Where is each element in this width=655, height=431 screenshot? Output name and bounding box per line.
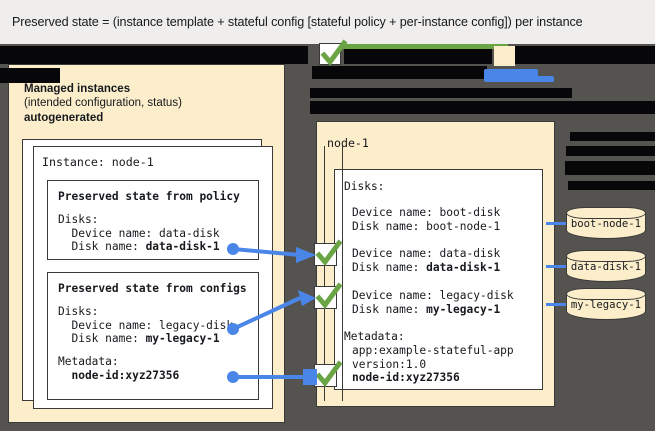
managed-instances-subtitle: (intended configuration, status) <box>24 97 182 109</box>
configs-metadata-value: node-id:xyz27356 <box>71 368 180 382</box>
node-boot-disk-entry: Device name: boot-disk Disk name: boot-n… <box>352 206 500 233</box>
blue-scribble-1 <box>484 69 538 79</box>
node-legacy-disk-value: my-legacy-1 <box>426 302 501 316</box>
configs-metadata-label: Metadata: <box>58 355 119 368</box>
node-data-disk-prefix: Disk name: <box>352 260 427 274</box>
redaction-block-right-1 <box>570 132 655 141</box>
redaction-block-row3 <box>310 88 572 98</box>
slide-caption: Preserved state = (instance template + s… <box>0 0 655 44</box>
policy-disk-name-value: data-disk-1 <box>145 240 220 253</box>
node-data-disk-entry: Device name: data-disk Disk name: data-d… <box>352 247 500 274</box>
disk-cylinder-my-legacy-1: my-legacy-1 <box>566 288 646 320</box>
disk-lead-line-boot <box>546 222 568 225</box>
node-boot-device: Device name: boot-disk <box>352 206 501 219</box>
connector-arrowhead-policy-disk <box>296 247 316 263</box>
connector-rail-left <box>324 146 325 401</box>
green-check-icon <box>320 39 348 67</box>
disk-lead-line-legacy <box>546 303 568 306</box>
node-legacy-disk-prefix: Disk name: <box>352 302 427 316</box>
preserved-state-configs-heading: Preserved state from configs <box>58 282 247 295</box>
node-data-disk-value: data-disk-1 <box>426 260 501 274</box>
cream-chip-top <box>494 46 515 66</box>
preserved-state-policy-heading: Preserved state from policy <box>58 190 240 203</box>
preserved-state-policy-body: Disks: Device name: data-disk Disk name:… <box>58 213 220 254</box>
disk-cylinder-label: my-legacy-1 <box>570 299 642 311</box>
connector-line-configs-legacy <box>232 296 301 331</box>
node-legacy-device: Device name: legacy-disk <box>352 289 514 302</box>
redaction-block-row2-left <box>0 68 60 83</box>
redaction-block-right-3 <box>565 161 655 175</box>
green-underline-bar <box>334 44 508 49</box>
disk-lead-line-data <box>546 265 568 268</box>
preserved-state-configs-disks: Disks: Device name: legacy-disk Disk nam… <box>58 305 233 346</box>
configs-disks-label: Disks: <box>58 305 99 318</box>
redaction-block-top-right <box>515 46 655 64</box>
node-legacy-disk-entry: Device name: legacy-disk Disk name: my-l… <box>352 289 514 316</box>
instance-label: Instance: node-1 <box>42 155 154 169</box>
policy-body-text: Disks: Device name: data-disk Disk name: <box>58 213 220 253</box>
redaction-block-top-left <box>0 46 308 64</box>
redaction-block-row2-mid <box>312 66 487 79</box>
redaction-block-row4 <box>310 101 655 114</box>
connector-arrows-group <box>227 243 317 385</box>
managed-instances-autogen: autogenerated <box>24 112 104 124</box>
node-metadata-label: Metadata: <box>344 330 405 343</box>
connector-rail-right <box>342 146 343 401</box>
green-check-icon <box>315 282 343 310</box>
configs-device-name: Device name: legacy-disk <box>58 318 234 332</box>
disk-cylinder-label: data-disk-1 <box>570 261 642 273</box>
preserved-state-policy-box <box>47 180 259 260</box>
redaction-block-right-2 <box>566 146 655 156</box>
cylinder-top <box>566 207 646 219</box>
node-data-device: Device name: data-disk <box>352 247 501 260</box>
disk-cylinder-label: boot-node-1 <box>570 218 642 230</box>
connector-arrowhead-configs-metadata <box>303 369 317 385</box>
managed-instances-title: Managed instances <box>24 83 131 95</box>
disk-cylinder-boot-node-1: boot-node-1 <box>566 207 646 239</box>
configs-disk-name-value: my-legacy-1 <box>145 332 220 345</box>
node-disks-label: Disks: <box>344 180 385 193</box>
node-1-details-box <box>334 169 543 390</box>
node-metadata-version: version:1.0 <box>352 357 427 371</box>
cylinder-top <box>566 250 646 262</box>
blue-scribble-2 <box>484 76 554 82</box>
disk-cylinder-data-disk-1: data-disk-1 <box>566 250 646 282</box>
redaction-block-top-mid <box>344 46 492 64</box>
node-metadata-app: app:example-stateful-app <box>352 344 514 357</box>
configs-disk-name-prefix: Disk name: <box>58 332 146 345</box>
cylinder-top <box>566 288 646 300</box>
preserved-state-configs-box <box>47 272 259 400</box>
node-1-title: node-1 <box>327 136 369 150</box>
node-metadata-nodeid: node-id:xyz27356 <box>352 371 460 384</box>
connector-arrowhead-configs-legacy <box>298 290 316 306</box>
checkbox-legacy-disk[interactable] <box>314 282 343 310</box>
node-metadata-entries: app:example-stateful-app version:1.0 nod… <box>352 344 514 385</box>
redaction-block-right-4 <box>568 181 655 190</box>
preserved-state-configs-metadata: Metadata: node-id:xyz27356 <box>58 355 179 382</box>
connector-line-policy-disk <box>232 247 301 257</box>
node-boot-disk: Disk name: boot-node-1 <box>352 219 501 233</box>
green-check-icon <box>315 360 343 388</box>
green-check-icon <box>315 239 343 267</box>
checkbox-top-redacted[interactable] <box>319 39 348 67</box>
